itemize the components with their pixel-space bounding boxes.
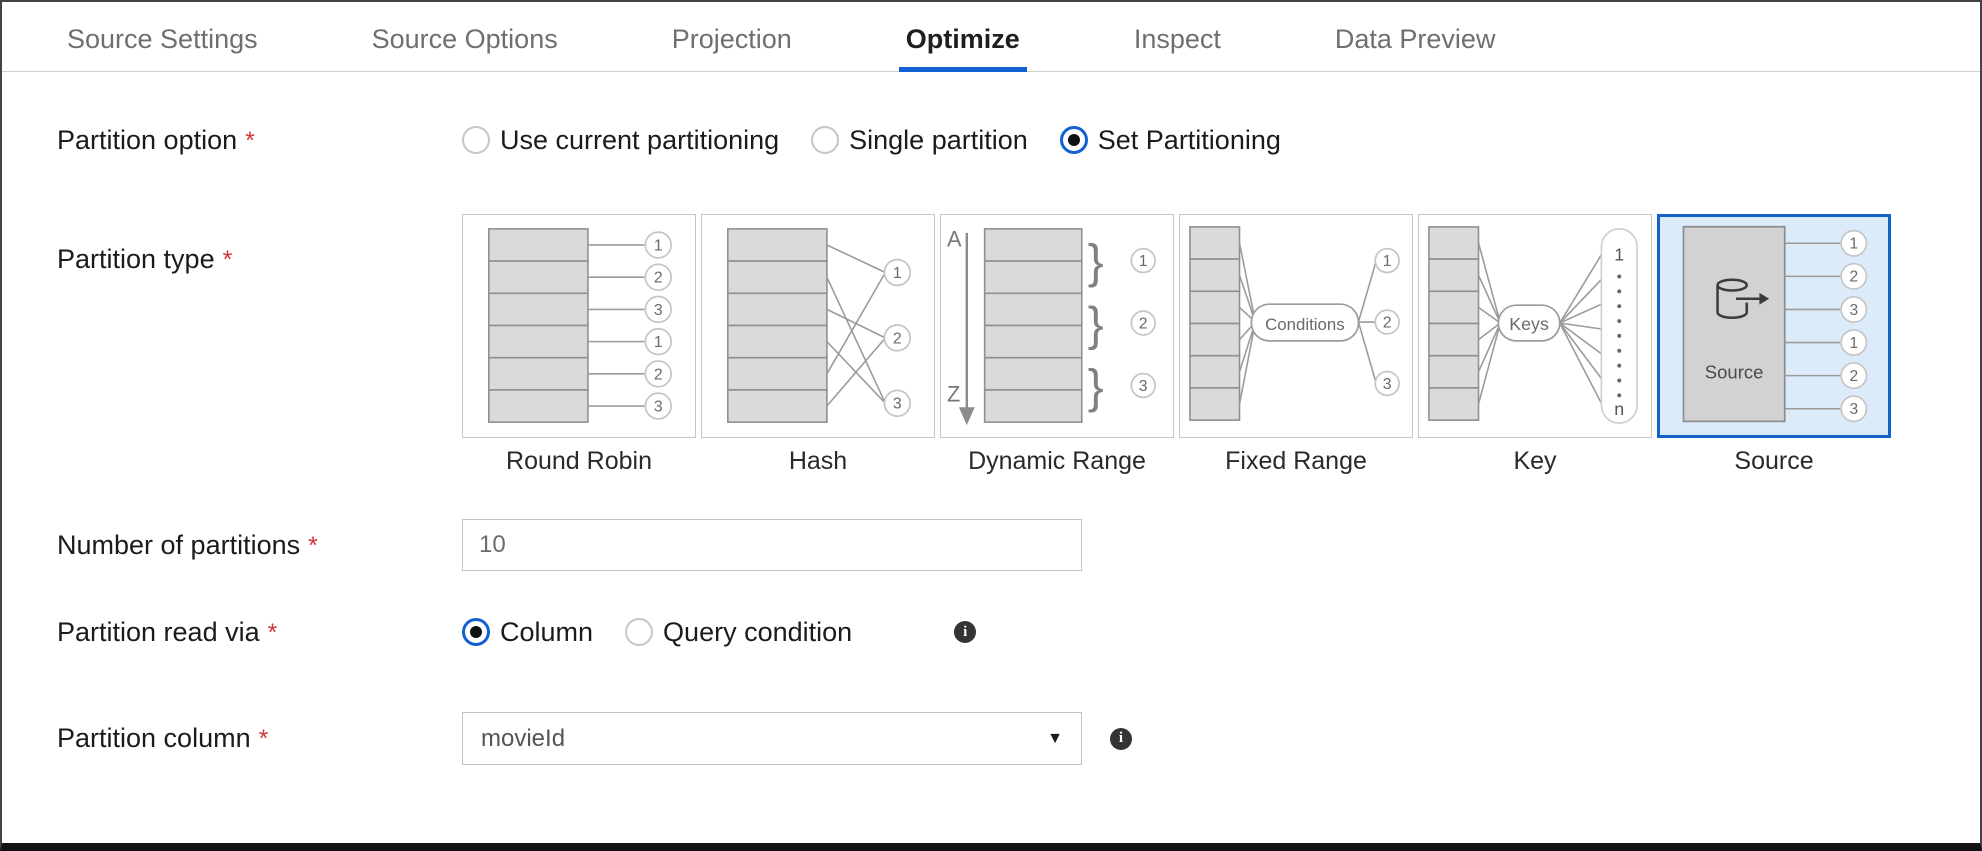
partition-type-tile-key[interactable]: Keys 1 n [1418,214,1652,438]
tab-inspect[interactable]: Inspect [1133,24,1221,54]
svg-text:2: 2 [1139,315,1148,332]
required-asterisk: * [258,725,269,753]
svg-text:Z: Z [947,381,960,406]
svg-text:3: 3 [654,302,663,319]
partition-option-radio-use-current-partitioning[interactable]: Use current partitioning [462,125,779,156]
tab-source-settings[interactable]: Source Settings [67,24,258,54]
svg-text:3: 3 [654,398,663,415]
tile-label-hash: Hash [788,447,848,475]
tile-label-source: Source [1734,447,1814,475]
svg-text:Conditions: Conditions [1265,315,1345,334]
tile-label-dynamic-range: Dynamic Range [968,447,1146,475]
svg-text:}: } [1088,360,1104,413]
tile-label-fixed-range: Fixed Range [1225,447,1367,475]
optimize-form: Partition option* Use current partitioni… [2,112,1980,766]
tab-data-preview[interactable]: Data Preview [1334,24,1496,54]
partition-column-dropdown[interactable]: movieId ▼ [462,712,1082,765]
svg-text:3: 3 [1139,378,1148,395]
radio-label: Single partition [849,124,1028,155]
required-asterisk: * [222,246,233,274]
svg-text:1: 1 [1849,236,1858,253]
label-text: Partition read via [57,616,260,647]
partition-option-label: Partition option* [57,125,462,156]
partition-type-tile-round-robin[interactable]: 1 2 3 1 2 3 [462,214,696,438]
svg-text:2: 2 [893,330,902,347]
label-text: Partition option [57,124,238,155]
svg-text:Source: Source [1705,362,1764,383]
partition-column-label: Partition column* [57,723,462,754]
partition-type-label: Partition type* [57,214,462,275]
number-of-partitions-input[interactable] [462,519,1082,571]
svg-text:1: 1 [1614,245,1624,265]
svg-text:1: 1 [893,265,902,282]
partition-read-via-row: Partition read via* Column Query conditio… [57,606,1980,658]
radio-icon [1059,126,1088,154]
required-asterisk: * [267,618,278,647]
radio-label: Set Partitioning [1097,124,1281,155]
number-of-partitions-row: Number of partitions* [57,519,1980,571]
partition-read-via-radio-query-condition[interactable]: Query condition [625,617,852,648]
svg-text:1: 1 [654,237,663,254]
partition-option-row: Partition option* Use current partitioni… [57,112,1980,168]
svg-text:2: 2 [654,270,663,287]
tile-label-round-robin: Round Robin [506,447,652,475]
tab-bar: Source Settings Source Options Projection O… [2,8,1980,72]
required-asterisk: * [245,126,255,155]
tile-label-row: Round Robin Hash Dynamic Range Fixed Range K… [462,447,1891,476]
tab-projection[interactable]: Projection [671,24,792,54]
radio-icon [462,126,490,154]
svg-text:3: 3 [1849,401,1858,418]
partition-option-radio-single-partition[interactable]: Single partition [811,125,1028,156]
tile-label-key: Key [1513,447,1557,475]
radio-label: Column [500,616,594,647]
svg-text:n: n [1614,399,1624,419]
svg-text:1: 1 [1383,253,1392,270]
partition-option-radio-set-partitioning[interactable]: Set Partitioning [1059,124,1281,156]
tab-source-options[interactable]: Source Options [371,24,558,54]
svg-text:2: 2 [1383,314,1392,331]
radio-icon [625,618,654,646]
partition-option-radio-group: Use current partitioning Single partition… [462,125,1313,156]
svg-text:A: A [947,227,962,252]
label-text: Partition type [57,244,215,274]
svg-text:3: 3 [1383,376,1392,393]
radio-icon [462,618,490,646]
partition-type-tile-dynamic-range[interactable]: A Z} 1} 2} 3 [940,214,1174,438]
svg-text:2: 2 [654,366,663,383]
radio-icon [811,126,840,154]
svg-text:1: 1 [1849,335,1858,352]
svg-text:Keys: Keys [1509,314,1549,334]
partition-type-tile-source[interactable]: Source 1 2 3 1 2 3 [1657,214,1891,438]
partition-column-info-icon[interactable]: i [1110,727,1132,750]
svg-text:3: 3 [893,396,902,413]
svg-text:1: 1 [654,334,663,351]
svg-text:}: } [1088,298,1104,351]
partition-read-via-info-icon[interactable]: i [954,621,977,643]
partition-read-via-radio-column[interactable]: Column [462,617,593,648]
svg-text:2: 2 [1849,269,1858,286]
partition-type-tile-fixed-range[interactable]: Conditions 1 2 3 [1179,214,1413,438]
svg-text:2: 2 [1849,368,1858,385]
radio-label: Use current partitioning [500,124,780,155]
partition-column-row: Partition column* movieId ▼ i [57,711,1980,766]
svg-text:3: 3 [1849,302,1858,319]
partition-read-via-label: Partition read via* [57,617,462,648]
partition-read-via-radio-group: Column Query condition [462,617,884,648]
partition-column-value: movieId [481,724,566,752]
radio-label: Query condition [663,616,853,647]
label-text: Partition column [57,723,251,753]
partition-type-tile-hash[interactable]: 1 2 3 [701,214,935,438]
chevron-down-icon: ▼ [1047,729,1063,747]
number-of-partitions-label: Number of partitions* [57,530,462,561]
tab-optimize[interactable]: Optimize [849,8,1077,72]
required-asterisk: * [308,531,318,560]
label-text: Number of partitions [57,529,301,560]
svg-text:}: } [1088,235,1104,288]
svg-text:1: 1 [1139,253,1148,270]
